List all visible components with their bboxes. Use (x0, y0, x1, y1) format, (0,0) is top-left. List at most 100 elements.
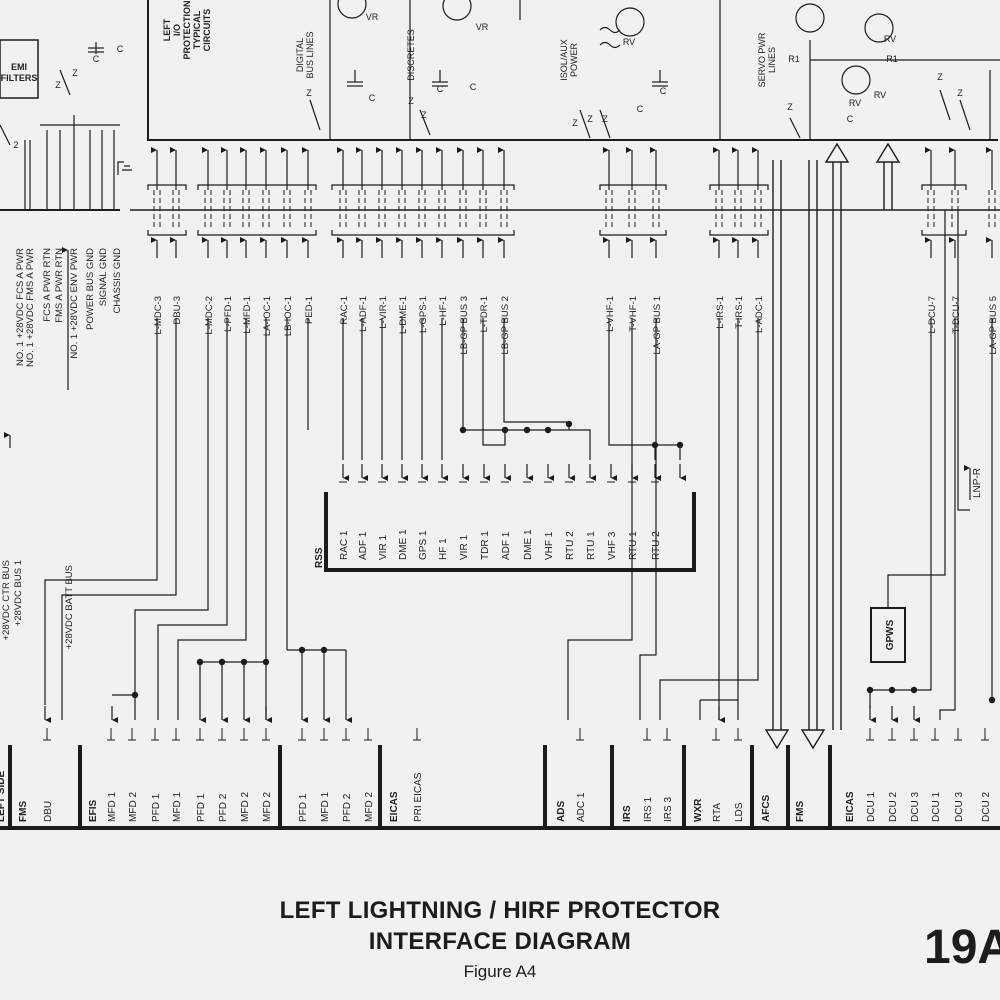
power-line-wires (4, 115, 120, 448)
bottom-group-label: WXR (693, 798, 704, 822)
signal-label: L-DME-1 (398, 296, 409, 334)
bottom-group-label: IRS (622, 805, 633, 822)
part-label: RV (623, 37, 635, 47)
bottom-port-label: PFD 2 (342, 793, 353, 822)
gpws-unit: GPWS (870, 210, 946, 663)
rss-port-label: VHF 1 (544, 531, 555, 560)
signal-label: L-VIR-1 (378, 296, 389, 329)
part-label: R1 (788, 54, 800, 64)
signal-label: L-MDC-3 (153, 296, 164, 335)
bottom-port-label: LDS (734, 802, 745, 822)
part-label: RV (874, 90, 886, 100)
bottom-group-label: EFIS (88, 799, 99, 822)
caption-servo-pwr: SERVO PWRLINES (757, 32, 777, 87)
caption-discretes: DISCRETES (406, 29, 416, 81)
power-lines: NO. 1 +28VDC FCS A PWR NO. 1 +28VDC FMS … (1, 248, 123, 650)
part-label: Z (572, 118, 578, 128)
signal-label: L-ADC-1 (754, 296, 765, 333)
bottom-group-label: AFCS (761, 794, 772, 822)
bottom-port-label: ADC 1 (576, 792, 587, 822)
gpws-label: GPWS (885, 619, 896, 650)
signal-label: T-VHF-1 (628, 296, 639, 332)
signal-label: L-MDC-2 (204, 296, 215, 335)
rss-port-label: DME 1 (398, 529, 409, 560)
page-number: 19A (924, 921, 1000, 974)
rss-port-label: VHF 3 (607, 531, 618, 560)
rss-port-label: HF 1 (438, 538, 449, 560)
caption-isol-aux: ISOL/AUXPOWER (559, 39, 579, 81)
part-label: Z (587, 114, 593, 124)
bottom-port-label: MFD 1 (172, 792, 183, 822)
signal-label: L-GPS-1 (418, 296, 429, 333)
signal-label: L-VHF-1 (605, 296, 616, 332)
power-line-env-pwr: NO. 1 +28VDC ENV PWR (69, 248, 80, 359)
part-label: 2 (13, 140, 18, 150)
rss-label: RSS (314, 547, 325, 568)
bottom-port-label: DBU (43, 801, 54, 822)
signal-label: L-PFD-1 (223, 296, 234, 332)
bottom-group-label: FMS (18, 801, 29, 822)
signal-label: L-MFD-1 (242, 296, 253, 333)
power-line-power-gnd: POWER BUS GND (85, 248, 96, 330)
part-label: C (437, 84, 444, 94)
protection-components (0, 0, 1000, 175)
signal-label: L-HF-1 (438, 296, 449, 326)
part-label: Z (787, 102, 793, 112)
part-label: RV (884, 34, 896, 44)
power-line-signal-gnd: SIGNAL GND (98, 248, 109, 306)
signal-label: LA-GP BUS 5 (988, 296, 999, 354)
power-line-chassis-gnd: CHASSIS GND (112, 248, 123, 314)
power-line-fms-rtn: FMS A PWR RTN (54, 248, 65, 323)
part-label: VR (366, 12, 379, 22)
signal-label: LA-IOC-1 (262, 296, 273, 336)
part-label: FILTERS (1, 73, 38, 83)
signal-label: L-DCU-7 (927, 296, 938, 333)
diagram-title-line-1: LEFT LIGHTNING / HIRF PROTECTOR (279, 897, 721, 924)
bottom-port-label: RTA (712, 803, 723, 822)
bottom-port-label: DCU 1 (866, 792, 877, 822)
bottom-port-label: IRS 3 (663, 797, 674, 822)
figure-caption: Figure A4 (463, 962, 537, 981)
part-label: Z (421, 110, 427, 120)
part-label: Z (72, 68, 78, 78)
bottom-port-label: MFD 2 (262, 792, 273, 822)
power-line-fcs-pwr: NO. 1 +28VDC FCS A PWR (15, 248, 26, 366)
bottom-port-label: PFD 1 (298, 793, 309, 822)
signal-label: PED-1 (304, 296, 315, 324)
bottom-group-label: ADS (556, 801, 567, 822)
part-label: Z (306, 88, 312, 98)
bottom-port-label: PFD 2 (218, 793, 229, 822)
bottom-port-label: DCU 1 (931, 792, 942, 822)
bottom-port-label: MFD 2 (240, 792, 251, 822)
part-label: Z (957, 88, 963, 98)
bottom-port-label: DCU 3 (954, 792, 965, 822)
rss-port-label: GPS 1 (418, 530, 429, 560)
part-label: C (847, 114, 854, 124)
rss-port-label: RTU 1 (586, 531, 597, 560)
power-line-fcs-rtn: FCS A PWR RTN (42, 248, 53, 322)
rss-port-label: RAC 1 (339, 530, 350, 560)
bottom-port-label: MFD 2 (364, 792, 375, 822)
signal-label: LB-IOC-1 (283, 296, 294, 336)
part-label: Z (937, 72, 943, 82)
rss-unit: RSS (314, 492, 696, 572)
signal-label: T-IRS-1 (734, 296, 745, 329)
bottom-group-label: FMS (795, 801, 806, 822)
left-bus-ctr: +28VDC CTR BUS (1, 560, 12, 641)
signal-label: L-ADF-1 (358, 296, 369, 332)
rss-port-label: VIR 1 (459, 535, 470, 560)
caption-digital-bus: DIGITALBUS LINES (295, 31, 315, 78)
signal-label: LB-GP BUS 3 (459, 296, 470, 354)
part-label: VR (476, 22, 489, 32)
part-label: C (117, 44, 124, 54)
rss-port-label: ADF 1 (358, 531, 369, 560)
afcs-fms-arrows (764, 142, 901, 750)
bottom-group-label: EICAS (845, 791, 856, 822)
part-label: Z (602, 114, 608, 124)
part-label: Z (55, 80, 61, 90)
bottom-port-label: MFD 1 (107, 792, 118, 822)
